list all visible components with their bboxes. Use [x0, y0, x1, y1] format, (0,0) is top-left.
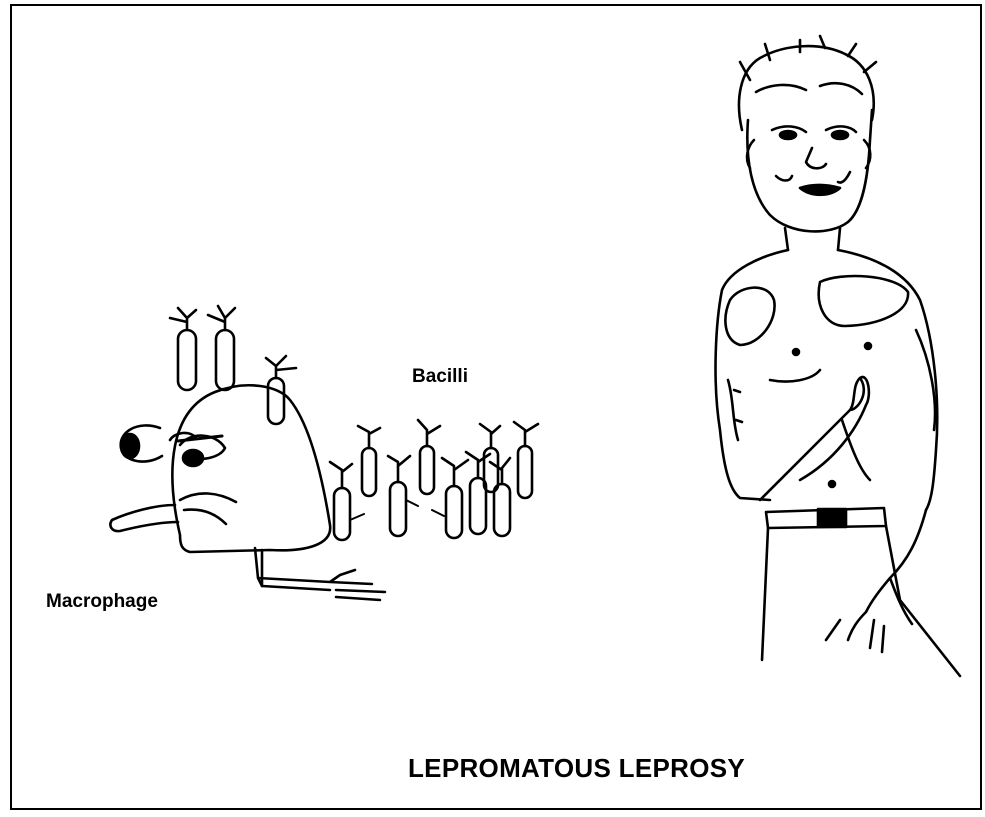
macrophage-arm-right: [255, 548, 385, 600]
patient-arm: [760, 377, 869, 500]
head-bacilli: [170, 306, 296, 424]
bacilli-label: Bacilli: [412, 366, 468, 388]
patient-face: [747, 110, 872, 231]
macrophage-label: Macrophage: [46, 591, 158, 613]
macrophage-mouth: [180, 493, 236, 502]
patient-trousers: [762, 526, 960, 676]
macrophage-arm-left: [110, 505, 178, 531]
figure-title: LEPROMATOUS LEPROSY: [408, 753, 745, 784]
patient-hair: [739, 36, 876, 130]
bacilli-cluster: [330, 420, 538, 540]
macrophage-body: [172, 385, 330, 552]
macrophage-figure: [110, 306, 385, 600]
patient-figure: [716, 36, 960, 676]
